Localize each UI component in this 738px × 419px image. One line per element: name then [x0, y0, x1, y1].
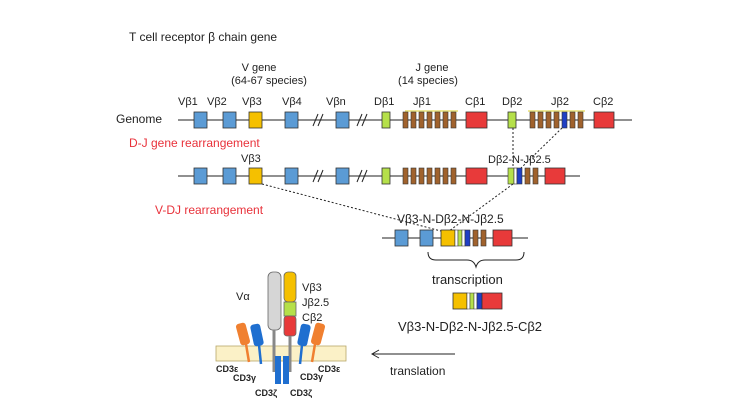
cd3e-right-label: CD3ε: [318, 364, 341, 374]
row2-vb3-label: Vβ3: [241, 153, 261, 165]
v-gene-header: V gene: [242, 62, 277, 74]
cd3z-left: [275, 356, 281, 384]
label-vb4: Vβ4: [282, 96, 302, 108]
transcription-brace: [427, 251, 525, 269]
tcr-complex: Vα Vβ3 Jβ2.5 Cβ2 CD3ε CD3γ CD3ζ CD3ζ CD3…: [215, 271, 347, 398]
cd3e-left-label: CD3ε: [216, 364, 239, 374]
row3-vdj-label: Vβ3-N-Dβ2-N-Jβ2.5: [397, 212, 504, 226]
vdj-guide-left: [261, 183, 442, 232]
cd3g-right-label: CD3γ: [300, 372, 323, 382]
cd3g-right: [297, 323, 311, 347]
dj-rearrangement-label: D-J gene rearrangement: [129, 136, 260, 150]
cd3z-right-label: CD3ζ: [290, 388, 312, 398]
vdj-guide-right: [448, 183, 514, 232]
beta-j-label: Jβ2.5: [302, 297, 329, 309]
label-cb2: Cβ2: [593, 96, 613, 108]
label-db2: Dβ2: [502, 96, 522, 108]
beta-v-region: [283, 271, 297, 303]
diagram-title: T cell receptor β chain gene: [129, 30, 277, 44]
cd3z-right: [283, 356, 289, 384]
cd3e-left: [235, 322, 251, 346]
label-jb2: Jβ2: [551, 96, 569, 108]
beta-c-label: Cβ2: [302, 312, 322, 324]
label-jb1: Jβ1: [413, 96, 431, 108]
v-segment-vb3: [248, 111, 263, 129]
j-gene-count: (14 species): [398, 75, 458, 87]
genome-row: [178, 111, 632, 129]
d-segment-db1: [381, 111, 391, 129]
mrna-label: Vβ3-N-Dβ2-N-Jβ2.5-Cβ2: [398, 319, 542, 334]
v-segment-vb4: [284, 111, 299, 129]
cd3g-left: [250, 323, 264, 347]
j-cluster-1: [402, 111, 457, 129]
transcription-label: transcription: [432, 272, 503, 287]
label-vb1: Vβ1: [178, 96, 198, 108]
cd3e-right: [310, 322, 326, 346]
translation-arrowhead: [370, 349, 380, 359]
alpha-chain: [267, 271, 282, 331]
genome-label: Genome: [116, 112, 162, 126]
c-segment-cb2: [593, 111, 615, 129]
beta-v-label: Vβ3: [302, 282, 322, 294]
beta-c-region: [283, 315, 297, 337]
j-cluster-2: [529, 111, 584, 129]
alpha-label: Vα: [236, 291, 250, 303]
vdj-rearrangement-label: V-DJ rearrangement: [155, 203, 264, 217]
d-segment-db2: [507, 111, 517, 129]
row2-dj-label: Dβ2-N-Jβ2.5: [488, 154, 551, 166]
dj-guide-right: [520, 127, 563, 169]
v-segment-vbn: [335, 111, 350, 129]
translation-label: translation: [390, 364, 445, 378]
label-vb2: Vβ2: [207, 96, 227, 108]
label-vbn: Vβn: [326, 96, 346, 108]
label-db1: Dβ1: [374, 96, 394, 108]
v-segment-vb2: [222, 111, 237, 129]
cd3g-left-label: CD3γ: [233, 373, 256, 383]
c-segment-cb1: [465, 111, 488, 129]
cd3z-left-label: CD3ζ: [255, 388, 277, 398]
vdj-rearranged-row: [382, 229, 528, 247]
v-segment-vb1: [193, 111, 208, 129]
beta-j-region: [283, 301, 297, 317]
v-gene-count: (64-67 species): [231, 75, 307, 87]
dj-rearranged-row: [178, 167, 580, 185]
mrna-segment: [452, 292, 503, 310]
label-cb1: Cβ1: [465, 96, 485, 108]
j-gene-header: J gene: [415, 62, 448, 74]
label-vb3: Vβ3: [242, 96, 262, 108]
